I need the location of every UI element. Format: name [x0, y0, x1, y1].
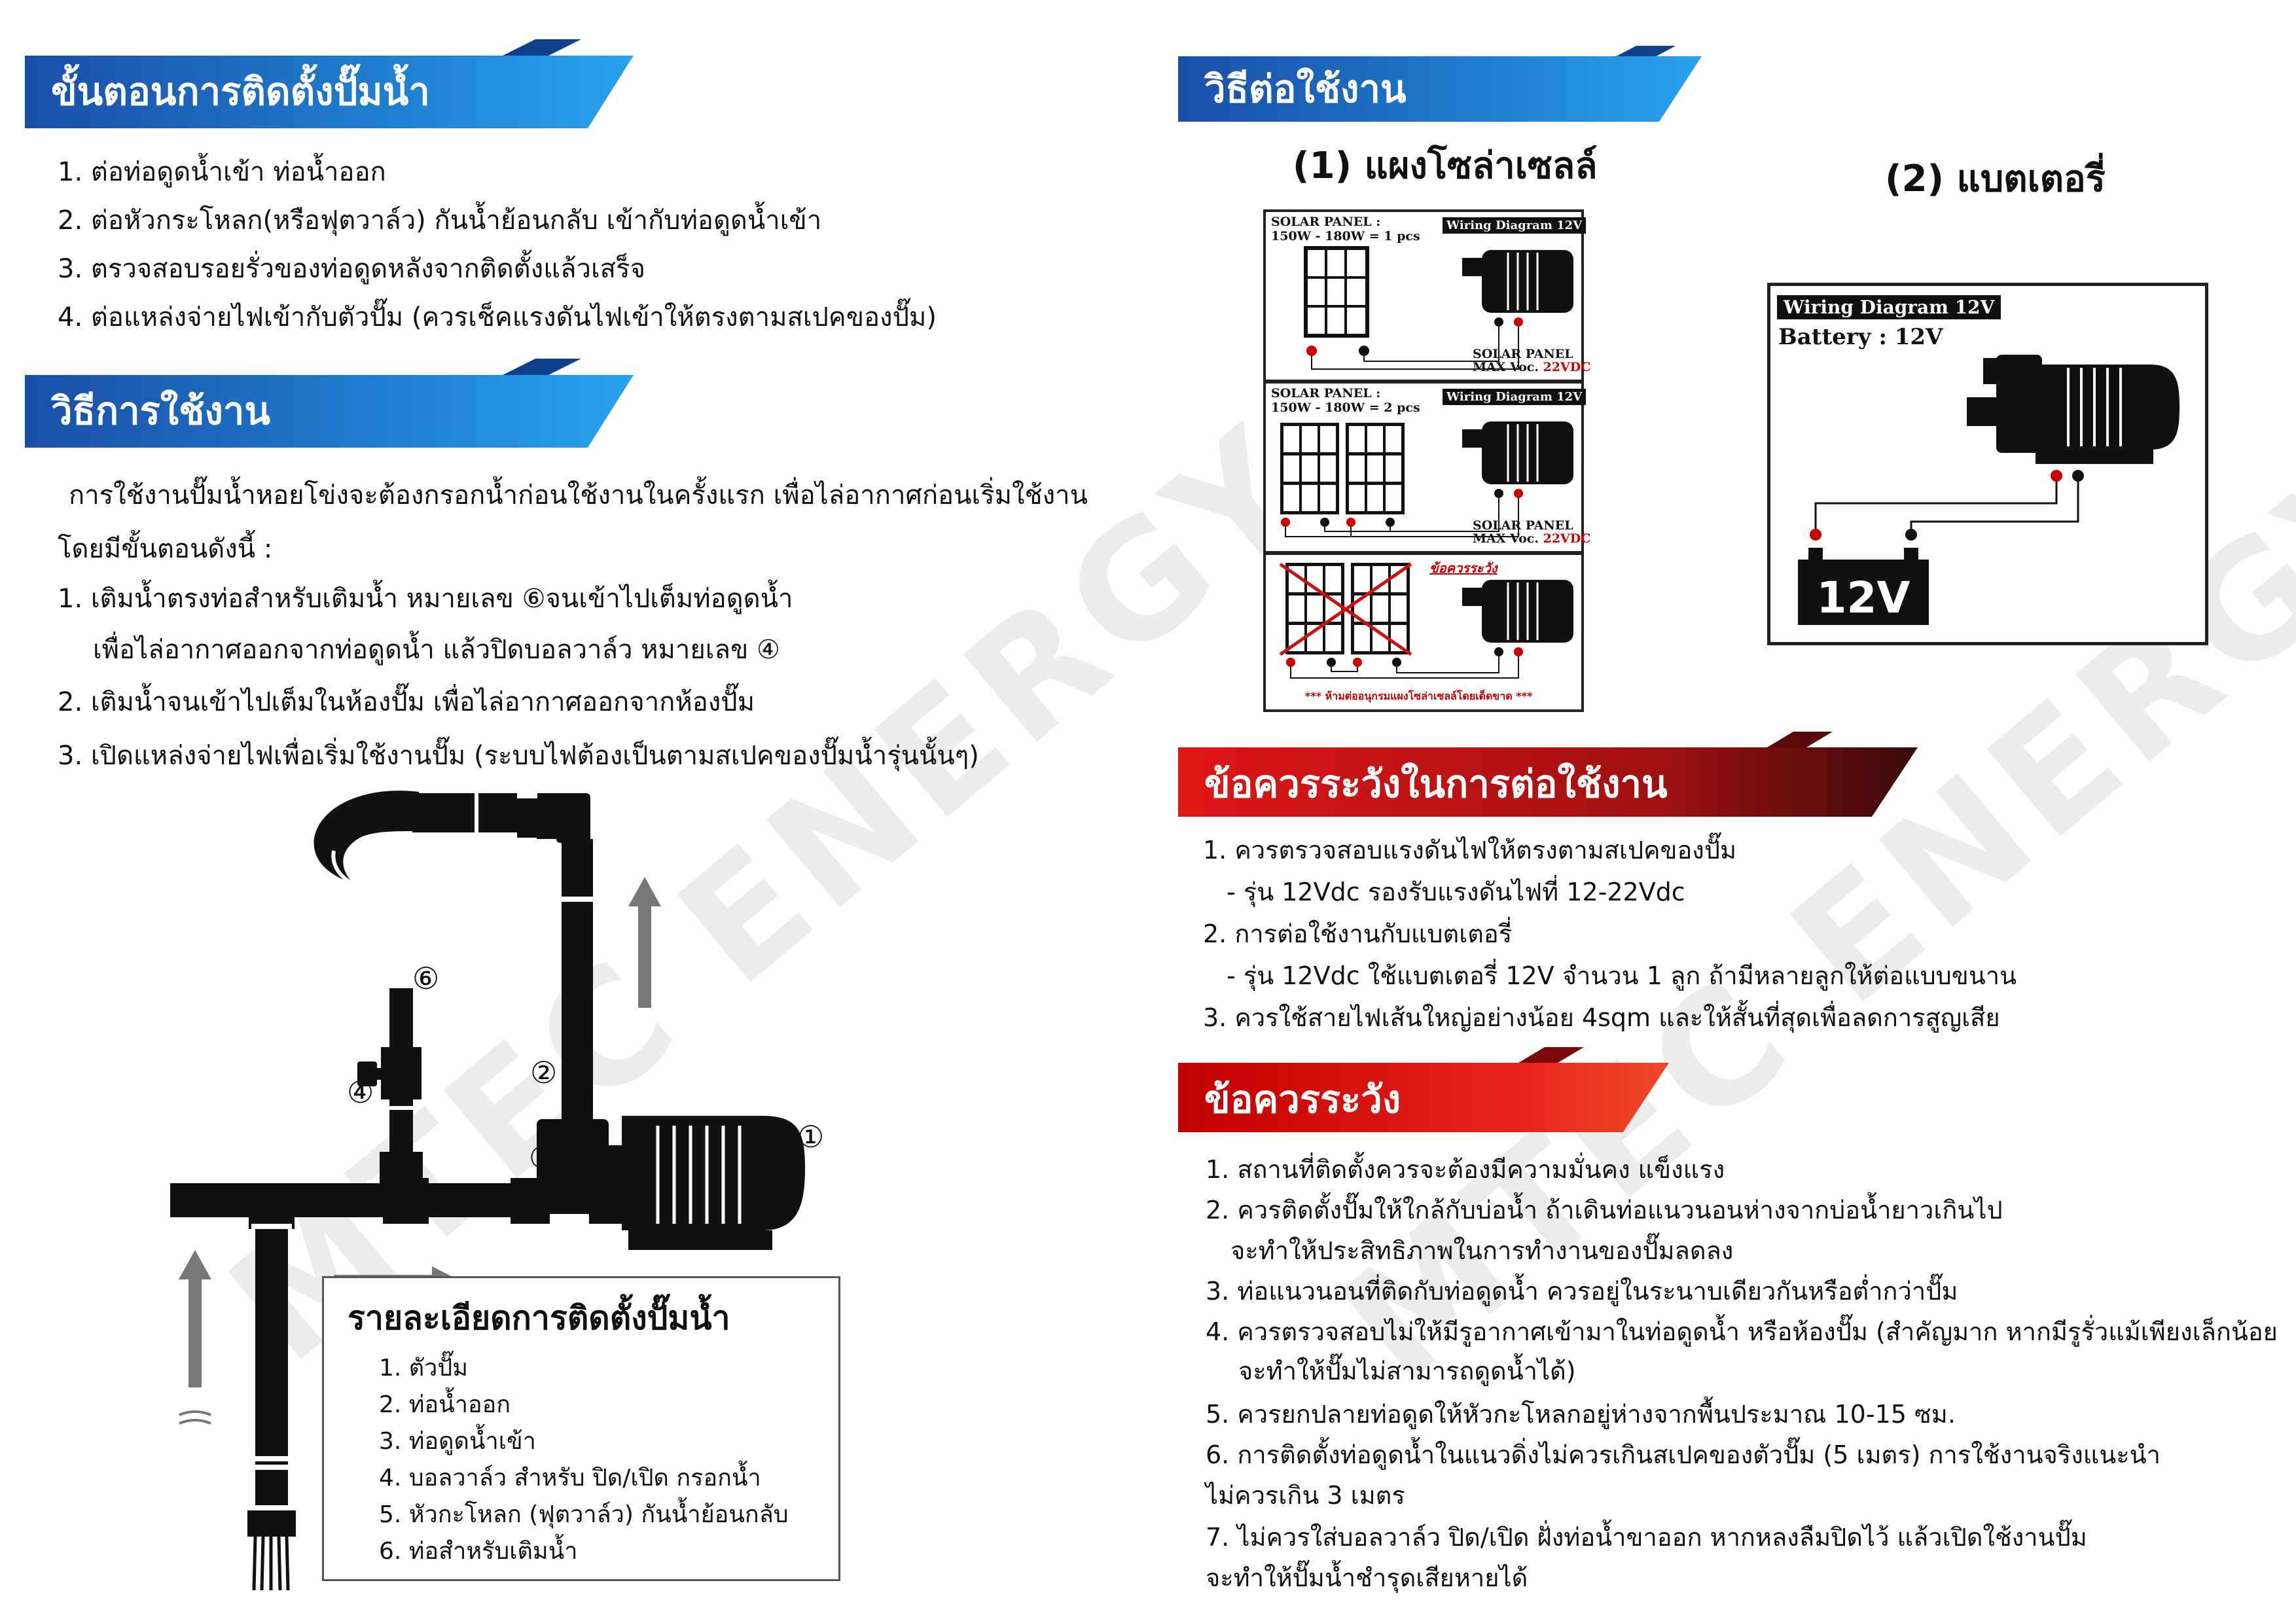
caution-line: 7. ไม่ควรใส่บอลวาล์ว ปิด/เปิด ฝั่งท่อน้ำ… — [1206, 1523, 2087, 1552]
panel-note: MAX Voc. 22VDC — [1473, 360, 1591, 374]
legend-item: 3. ท่อดูดน้ำเข้า — [379, 1428, 536, 1455]
marker-ball-valve: ④ — [347, 1075, 374, 1110]
connect-caution-line: 1. ควรตรวจสอบแรงดันไฟให้ตรงตามสเปคของปั๊… — [1203, 836, 1737, 865]
panel-spec: SOLAR PANEL : — [1271, 215, 1381, 229]
usage-step: เพื่อไล่อากาศออกจากท่อดูดน้ำ แล้วปิดบอลว… — [93, 635, 780, 665]
solar-diagram-wrong: ข้อควรระวัง *** ห้ามต่ออนุกรมแผงโซล่าเซล… — [1263, 552, 1584, 712]
panel-note: SOLAR PANEL — [1473, 518, 1573, 533]
panel-note: MAX Voc. 22VDC — [1473, 531, 1591, 546]
marker-inlet: ③ — [529, 1140, 556, 1175]
caution-line: จะทำให้ประสิทธิภาพในการทำงานของปั๊มลดลง — [1230, 1236, 1734, 1265]
usage-step: 2. เติมน้ำจนเข้าไปเต็มในห้องปั๊ม เพื่อไล… — [58, 687, 755, 717]
battery-text: 12V — [1816, 573, 1910, 623]
marker-foot-valve: ⑤ — [264, 1507, 292, 1542]
panel-spec: SOLAR PANEL : — [1271, 386, 1381, 401]
marker-pump: ① — [797, 1119, 825, 1154]
caution-line: จะทำให้ปั๊มไม่สามารถดูดน้ำได้) — [1238, 1357, 1576, 1385]
series-warning: *** ห้ามต่ออนุกรมแผงโซล่าเซลล์โดยเด็ดขาด… — [1305, 690, 1533, 702]
legend-item: 1. ตัวปั๊ม — [379, 1355, 468, 1382]
panel-note: SOLAR PANEL — [1473, 347, 1573, 361]
caution-tag: ข้อควรระวัง — [1429, 560, 1498, 576]
caution-line: 3. ท่อแนวนอนที่ติดกับท่อดูดน้ำ ควรอยู่ใน… — [1206, 1277, 1958, 1306]
legend-item: 5. หัวกะโหลก (ฟุตวาล์ว) กันน้ำย้อนกลับ — [379, 1501, 789, 1528]
install-step: 3. ตรวจสอบรอยรั่วของท่อดูดหลังจากติดตั้ง… — [58, 254, 645, 284]
caution-line: 2. ควรติดตั้งปั๊มให้ใกล้กับบ่อน้ำ ถ้าเดิ… — [1206, 1196, 2003, 1224]
connect-caution-line: - รุ่น 12Vdc รองรับแรงดันไฟที่ 12-22Vdc — [1227, 878, 1685, 906]
pipe-joint — [383, 1178, 429, 1224]
solar-diagram-2: SOLAR PANEL : 150W - 180W = 2 pcs Wiring… — [1263, 381, 1590, 554]
solar-heading: (1) แผงโซล่าเซลล์ — [1293, 145, 1598, 187]
legend-title: รายละเอียดการติดตั้งปั๊มน้ำ — [348, 1299, 730, 1337]
wiring-tag: Wiring Diagram 12V — [1777, 295, 2001, 319]
panel-spec: 150W - 180W = 2 pcs — [1271, 401, 1420, 415]
install-step: 2. ต่อหัวกระโหลก(หรือฟุตวาล์ว) กันน้ำย้อ… — [58, 205, 822, 236]
connect-caution-line: 3. ควรใช้สายไฟเส้นใหญ่อย่างน้อย 4sqm และ… — [1203, 1003, 2000, 1032]
connect-caution-line: - รุ่น 12Vdc ใช้แบตเตอรี่ 12V จำนวน 1 ลู… — [1227, 961, 2017, 990]
voc-value: 22VDC — [1543, 531, 1591, 546]
connect-banner: วิธีต่อใช้งาน — [1178, 46, 1715, 122]
usage-intro: การใช้งานปั๊มน้ำหอยโข่งจะต้องกรอกน้ำก่อน… — [69, 480, 1088, 510]
usage-banner: วิธีการใช้งาน — [25, 359, 640, 448]
wiring-tag: Wiring Diagram 12V — [1443, 389, 1587, 405]
battery-heading: (2) แบตเตอรี่ — [1885, 158, 2106, 200]
caution-line: ไม่ควรเกิน 3 เมตร — [1206, 1481, 1405, 1510]
connect-caution-banner: ข้อควรระวังในการต่อใช้งาน — [1178, 732, 1931, 817]
caution-line: 4. ควรตรวจสอบไม่ให้มีรูอากาศเข้ามาในท่อด… — [1206, 1317, 2278, 1346]
wiring-tag: Wiring Diagram 12V — [1443, 217, 1587, 234]
installation-legend: รายละเอียดการติดตั้งปั๊มน้ำ 1. ตัวปั๊ม 2… — [322, 1276, 840, 1581]
install-step: 4. ต่อแหล่งจ่ายไฟเข้ากับตัวปั๊ม (ควรเช็ค… — [58, 302, 937, 332]
usage-step: 1. เติมน้ำตรงท่อสำหรับเติมน้ำ หมายเลข ⑥จ… — [58, 584, 793, 614]
connect-title: วิธีต่อใช้งาน — [1204, 67, 1407, 111]
caution-line: 6. การติดตั้งท่อดูดน้ำในแนวดิ่งไม่ควรเกิ… — [1206, 1440, 2161, 1469]
solar-diagram-1: SOLAR PANEL : 150W - 180W = 1 pcs Wiring… — [1263, 209, 1590, 382]
battery-label: Battery : 12V — [1778, 324, 1943, 350]
usage-intro: โดยมีขั้นตอนดังนี้ : — [58, 534, 273, 564]
marker-fill-pipe: ⑥ — [412, 961, 440, 996]
connect-caution-line: 2. การต่อใช้งานกับแบตเตอรี่ — [1203, 919, 1513, 948]
caution-line: จะทำให้ปั๊มน้ำชำรุดเสียหายได้ — [1206, 1563, 1528, 1592]
marker-outlet: ② — [530, 1055, 558, 1090]
caution-title: ข้อควรระวัง — [1204, 1077, 1401, 1122]
legend-item: 4. บอลวาล์ว สำหรับ ปิด/เปิด กรอกน้ำ — [379, 1465, 761, 1491]
install-banner: ขั้นตอนการติดตั้งปั๊มน้ำ — [25, 39, 640, 128]
caution-banner: ข้อควรระวัง — [1178, 1047, 1676, 1132]
connect-caution-title: ข้อควรระวังในการต่อใช้งาน — [1204, 762, 1668, 806]
install-title: ขั้นตอนการติดตั้งปั๊มน้ำ — [51, 69, 430, 114]
caution-line: 1. สถานที่ติดตั้งควรจะต้องมีความมั่นคง แ… — [1206, 1155, 1725, 1184]
voc-value: 22VDC — [1543, 360, 1591, 374]
usage-step: 3. เปิดแหล่งจ่ายไฟเพื่อเริ่มใช้งานปั๊ม (… — [58, 741, 979, 771]
install-step: 1. ต่อท่อดูดน้ำเข้า ท่อน้ำออก — [58, 157, 386, 187]
legend-item: 6. ท่อสำหรับเติมน้ำ — [379, 1538, 578, 1565]
usage-title: วิธีการใช้งาน — [51, 389, 271, 433]
battery-diagram: Wiring Diagram 12V Battery : 12V 12V — [1767, 283, 2208, 645]
panel-spec: 150W - 180W = 1 pcs — [1271, 229, 1420, 243]
caution-line: 5. ควรยกปลายท่อดูดให้หัวกะโหลกอยู่ห่างจา… — [1206, 1400, 1956, 1429]
legend-item: 2. ท่อน้ำออก — [379, 1391, 511, 1418]
